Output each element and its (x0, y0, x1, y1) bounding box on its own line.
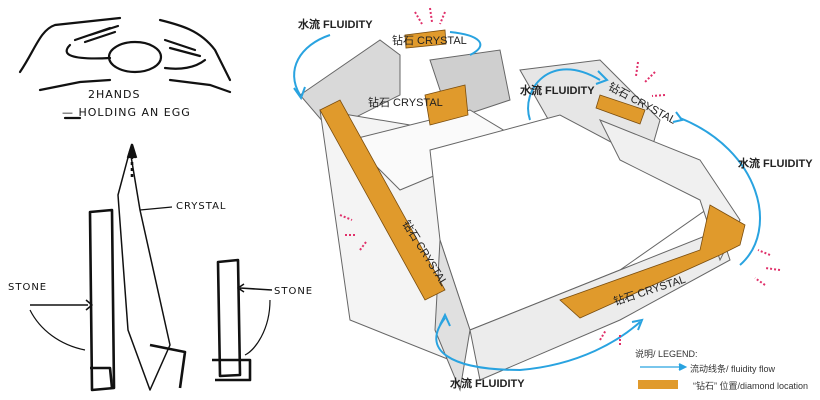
sketch-stone-right-label: STONE (274, 286, 314, 297)
label-crystal-top: 钻石 CRYSTAL (392, 35, 467, 47)
label-fluidity-top: 水流 FLUIDITY (298, 19, 373, 31)
building-massing (299, 39, 741, 392)
egg-caption-1: 2HANDS (88, 88, 141, 101)
fluidity-flow-arrows (293, 31, 761, 372)
label-crystal-mid: 钻石 CRYSTAL (368, 97, 443, 109)
legend-flow-label: 流动线条/ fluidity flow (690, 364, 776, 374)
crystal-volumes (319, 29, 746, 319)
crystal-top (404, 29, 447, 49)
label-fluidity-bottom: 水流 FLUIDITY (450, 378, 525, 390)
crystal-sparkle-marks (339, 7, 781, 345)
sketch-crystal-label: CRYSTAL (176, 201, 227, 212)
legend-diamond-label: “钻石” 位置/diamond location (693, 381, 809, 391)
sketch-stone-left-label: STONE (8, 282, 48, 293)
label-fluidity-mid: 水流 FLUIDITY (520, 85, 595, 97)
legend-title: 说明/ LEGEND: (635, 349, 698, 359)
hands-egg-sketch (18, 16, 232, 120)
crystal-left-band (319, 99, 446, 301)
label-fluidity-right: 水流 FLUIDITY (738, 158, 813, 170)
crystal-front (559, 204, 746, 319)
tower-section-sketch (29, 143, 273, 392)
crystal-right (595, 94, 646, 125)
legend-diamond-swatch (638, 380, 678, 389)
egg-caption-2: — HOLDING AN EGG (62, 106, 191, 119)
crystal-mid (424, 84, 469, 126)
